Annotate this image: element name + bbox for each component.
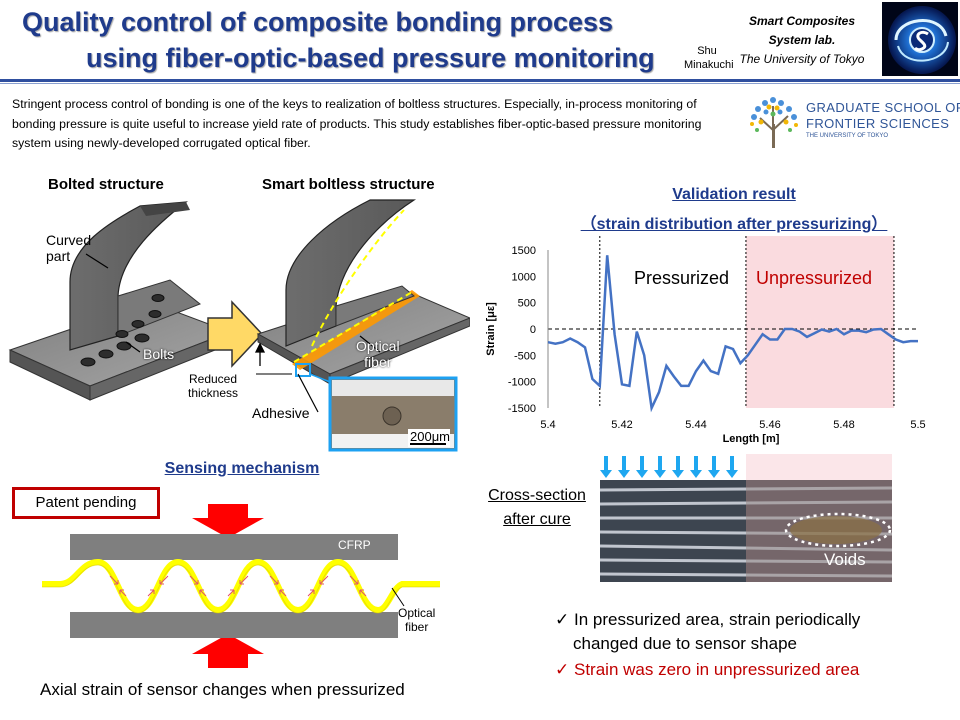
author: Shu Minakuchi bbox=[684, 44, 734, 72]
bullet-2: ✓ Strain was zero in unpressurized area bbox=[555, 658, 955, 682]
unpressurized-region bbox=[745, 236, 894, 408]
y-tick-label: -1500 bbox=[508, 403, 536, 415]
label-optical-fiber-structure: Optical fiber bbox=[356, 338, 400, 370]
transition-arrow bbox=[207, 300, 264, 368]
y-tick-label: 1000 bbox=[512, 271, 536, 283]
check-icon: ✓ bbox=[555, 660, 570, 679]
sensing-mechanism-title: Sensing mechanism bbox=[164, 460, 320, 477]
voids-outline bbox=[784, 512, 892, 548]
x-tick-label: 5.48 bbox=[833, 419, 854, 431]
microscope-inset bbox=[309, 373, 458, 452]
label-cfrp: CFRP bbox=[338, 538, 371, 552]
bullet-1-line-2: changed due to sensor shape bbox=[573, 634, 798, 653]
check-icon: ✓ bbox=[555, 610, 570, 629]
leader-lines bbox=[85, 253, 381, 413]
lab-line-3: The University of Tokyo bbox=[739, 52, 865, 66]
label-curved-part: Curved part bbox=[46, 232, 92, 264]
x-tick-label: 5.5 bbox=[910, 419, 925, 431]
strain-series-line bbox=[547, 255, 918, 413]
strain-arrows bbox=[109, 575, 367, 597]
bottom-pressure-arrow bbox=[192, 634, 264, 668]
header-divider bbox=[0, 79, 960, 82]
title-line-1: Quality control of composite bonding pro… bbox=[22, 7, 614, 37]
patent-pending-box: Patent pending bbox=[12, 487, 160, 519]
x-tick-label: 5.4 bbox=[540, 419, 555, 431]
pressure-arrows bbox=[600, 456, 738, 478]
cross-section-line-2: after cure bbox=[503, 511, 571, 528]
label-optical-fiber-sensing: Optical fiber bbox=[398, 606, 436, 634]
label-reduced-thickness: Reduced thickness bbox=[188, 372, 239, 400]
voids-label: Voids bbox=[824, 550, 866, 569]
intro-paragraph: Stringent process control of bonding is … bbox=[12, 97, 702, 150]
cross-section-label: Cross-section after cure bbox=[478, 484, 596, 532]
cfrp-top-plate bbox=[70, 534, 398, 560]
corrugated-fiber bbox=[42, 558, 440, 614]
bullet-1-line-1: In pressurized area, strain periodically bbox=[573, 610, 861, 629]
x-tick-label: 5.44 bbox=[685, 419, 706, 431]
lab-line-2: System lab. bbox=[768, 33, 836, 47]
x-axis-label: Length [m] bbox=[723, 433, 780, 445]
x-tick-labels: 5.4 5.42 5.44 5.46 5.48 5.5 bbox=[540, 419, 925, 431]
author-first-name: Shu bbox=[697, 45, 717, 57]
tree-icon bbox=[750, 97, 798, 148]
cross-section-line-1: Cross-section bbox=[488, 487, 586, 504]
sensing-caption: Axial strain of sensor changes when pres… bbox=[40, 680, 405, 699]
boltless-structure-title: Smart boltless structure bbox=[262, 176, 435, 193]
header-divider-thin bbox=[0, 83, 960, 84]
reduced-thickness-arrow bbox=[254, 342, 292, 375]
x-tick-label: 5.42 bbox=[611, 419, 632, 431]
structure-illustration bbox=[8, 199, 470, 452]
title-line-2: using fiber-optic-based pressure monitor… bbox=[86, 43, 655, 73]
unpressurized-label: Unpressurized bbox=[756, 268, 873, 288]
y-tick-label: -1000 bbox=[508, 377, 536, 389]
author-last-name: Minakuchi bbox=[684, 59, 734, 71]
gsfs-line-2: FRONTIER SCIENCES bbox=[806, 116, 950, 131]
boltless-structure-drawing bbox=[256, 199, 470, 385]
cross-section-image bbox=[600, 454, 892, 582]
y-tick-label: 0 bbox=[530, 324, 536, 336]
cfrp-bottom-plate bbox=[70, 612, 398, 638]
y-tick-label: 500 bbox=[518, 298, 536, 310]
gsfs-line-1: GRADUATE SCHOOL OF bbox=[806, 100, 960, 115]
bullet-1: ✓ In pressurized area, strain periodical… bbox=[555, 608, 955, 656]
y-tick-labels: 1500 1000 500 0 -500 -1000 -1500 bbox=[508, 245, 536, 415]
lab-line-1: Smart Composites bbox=[748, 14, 856, 28]
lab-name: Smart Composites System lab. The Univers… bbox=[728, 12, 876, 69]
gsfs-line-3: THE UNIVERSITY OF TOKYO bbox=[806, 133, 889, 139]
bolted-structure-drawing bbox=[8, 201, 232, 401]
sensing-diagram bbox=[42, 504, 440, 668]
y-tick-label: -500 bbox=[514, 350, 536, 362]
scale-bar-label: 200μm bbox=[410, 429, 451, 444]
label-bolts: Bolts bbox=[143, 346, 175, 362]
gsfs-logo: GRADUATE SCHOOL OF FRONTIER SCIENCES THE… bbox=[746, 94, 960, 150]
y-tick-label: 1500 bbox=[512, 245, 536, 257]
x-tick-label: 5.46 bbox=[759, 419, 780, 431]
y-axis-label: Strain [με] bbox=[485, 302, 497, 356]
bullet-2-text: Strain was zero in unpressurized area bbox=[573, 660, 860, 679]
bolted-structure-title: Bolted structure bbox=[48, 176, 164, 193]
pressurized-label: Pressurized bbox=[634, 268, 730, 288]
validation-subtitle: （strain distribution after pressurizing） bbox=[580, 216, 888, 233]
top-pressure-arrow bbox=[192, 504, 264, 538]
lab-logo bbox=[882, 2, 958, 76]
validation-title: Validation result bbox=[672, 186, 796, 203]
label-adhesive: Adhesive bbox=[252, 405, 310, 421]
